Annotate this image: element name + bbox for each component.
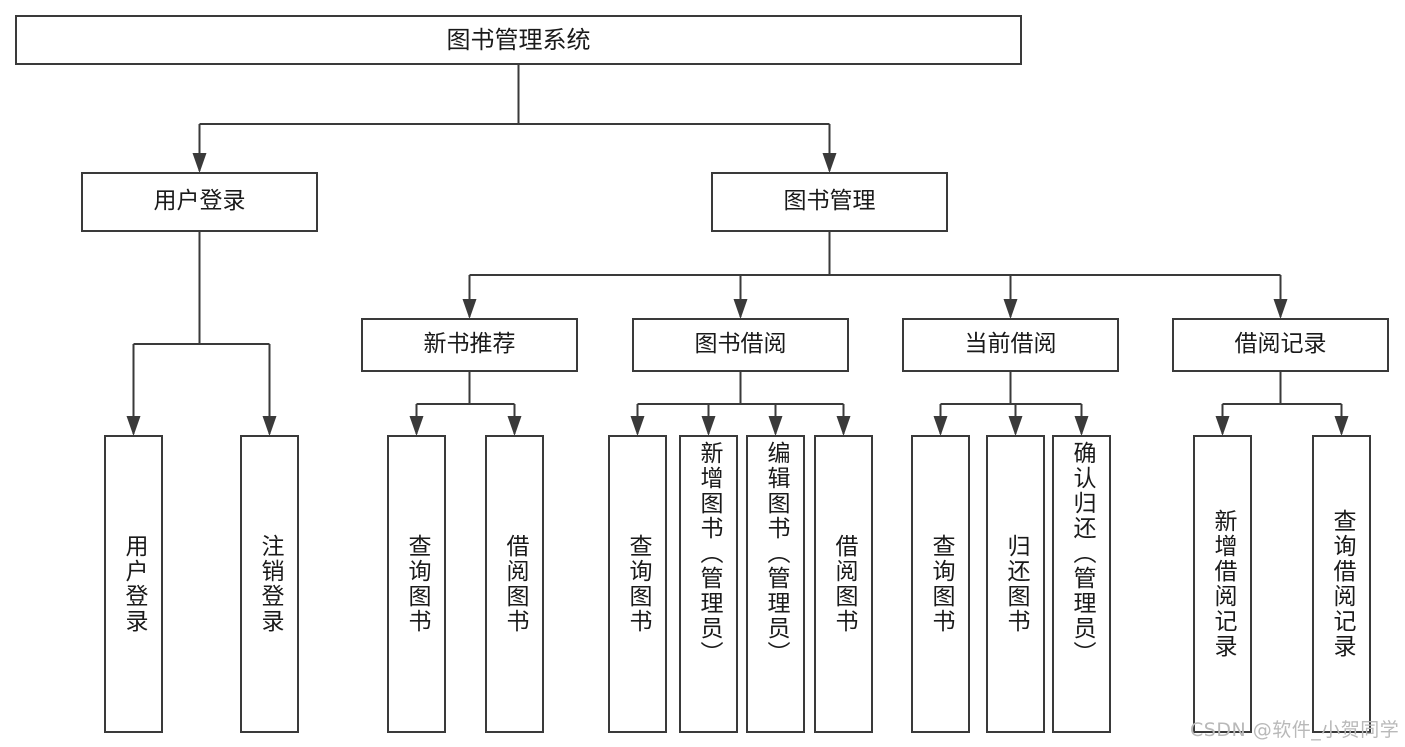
node-label: 借阅记录 <box>1234 331 1327 358</box>
arrowhead-icon <box>1334 416 1349 436</box>
node-borrow-record: 借阅记录 <box>1172 318 1389 372</box>
node-label: 当前借阅 <box>964 331 1057 358</box>
node-leaf-query-book-1: 查询图书 <box>387 435 446 733</box>
arrowhead-icon <box>1273 299 1288 319</box>
arrowhead-icon <box>409 416 424 436</box>
node-current-borrow: 当前借阅 <box>902 318 1119 372</box>
node-leaf-add-record: 新增借阅记录 <box>1193 435 1252 733</box>
node-leaf-query-book-2: 查询图书 <box>608 435 667 733</box>
node-label: 新增借阅记录 <box>1210 509 1236 659</box>
arrowhead-icon <box>836 416 851 436</box>
arrowhead-icon <box>933 416 948 436</box>
arrowhead-icon <box>262 416 277 436</box>
node-leaf-add-book: 新增图书（管理员） <box>679 435 738 733</box>
node-label: 新书推荐 <box>423 331 516 358</box>
node-label: 图书借阅 <box>694 331 787 358</box>
node-label: 借阅图书 <box>502 534 528 634</box>
arrowhead-icon <box>507 416 522 436</box>
node-label: 图书管理 <box>783 188 876 215</box>
node-label: 查询图书 <box>928 534 954 634</box>
node-user-login: 用户登录 <box>81 172 318 232</box>
node-label: 查询图书 <box>625 534 651 634</box>
node-label: 新增图书（管理员） <box>696 441 722 666</box>
node-label: 图书管理系统 <box>446 25 591 54</box>
node-label: 注销登录 <box>257 534 283 634</box>
arrowhead-icon <box>768 416 783 436</box>
node-new-book-rec: 新书推荐 <box>361 318 578 372</box>
node-label: 用户登录 <box>153 188 246 215</box>
node-leaf-borrow-book-1: 借阅图书 <box>485 435 544 733</box>
arrowhead-icon <box>1074 416 1089 436</box>
arrowhead-icon <box>733 299 748 319</box>
arrowhead-icon <box>701 416 716 436</box>
node-label: 编辑图书（管理员） <box>763 441 789 666</box>
node-leaf-logout: 注销登录 <box>240 435 299 733</box>
arrowhead-icon <box>192 153 207 173</box>
node-root: 图书管理系统 <box>15 15 1022 65</box>
arrowhead-icon <box>1215 416 1230 436</box>
arrowhead-icon <box>1003 299 1018 319</box>
arrowhead-icon <box>822 153 837 173</box>
node-leaf-query-record: 查询借阅记录 <box>1312 435 1371 733</box>
node-leaf-borrow-book-2: 借阅图书 <box>814 435 873 733</box>
node-leaf-user-login: 用户登录 <box>104 435 163 733</box>
arrowhead-icon <box>126 416 141 436</box>
arrowhead-icon <box>462 299 477 319</box>
node-label: 借阅图书 <box>831 534 857 634</box>
node-leaf-confirm-return: 确认归还（管理员） <box>1052 435 1111 733</box>
node-book-borrow: 图书借阅 <box>632 318 849 372</box>
node-label: 用户登录 <box>121 534 147 634</box>
node-leaf-edit-book: 编辑图书（管理员） <box>746 435 805 733</box>
node-leaf-return-book: 归还图书 <box>986 435 1045 733</box>
arrowhead-icon <box>1008 416 1023 436</box>
node-book-manage: 图书管理 <box>711 172 948 232</box>
watermark: CSDN @软件_小贺同学 <box>1190 719 1400 741</box>
node-leaf-query-book-3: 查询图书 <box>911 435 970 733</box>
node-label: 归还图书 <box>1003 534 1029 634</box>
arrowhead-icon <box>630 416 645 436</box>
node-label: 查询借阅记录 <box>1329 509 1355 659</box>
node-label: 查询图书 <box>404 534 430 634</box>
node-label: 确认归还（管理员） <box>1069 441 1095 666</box>
